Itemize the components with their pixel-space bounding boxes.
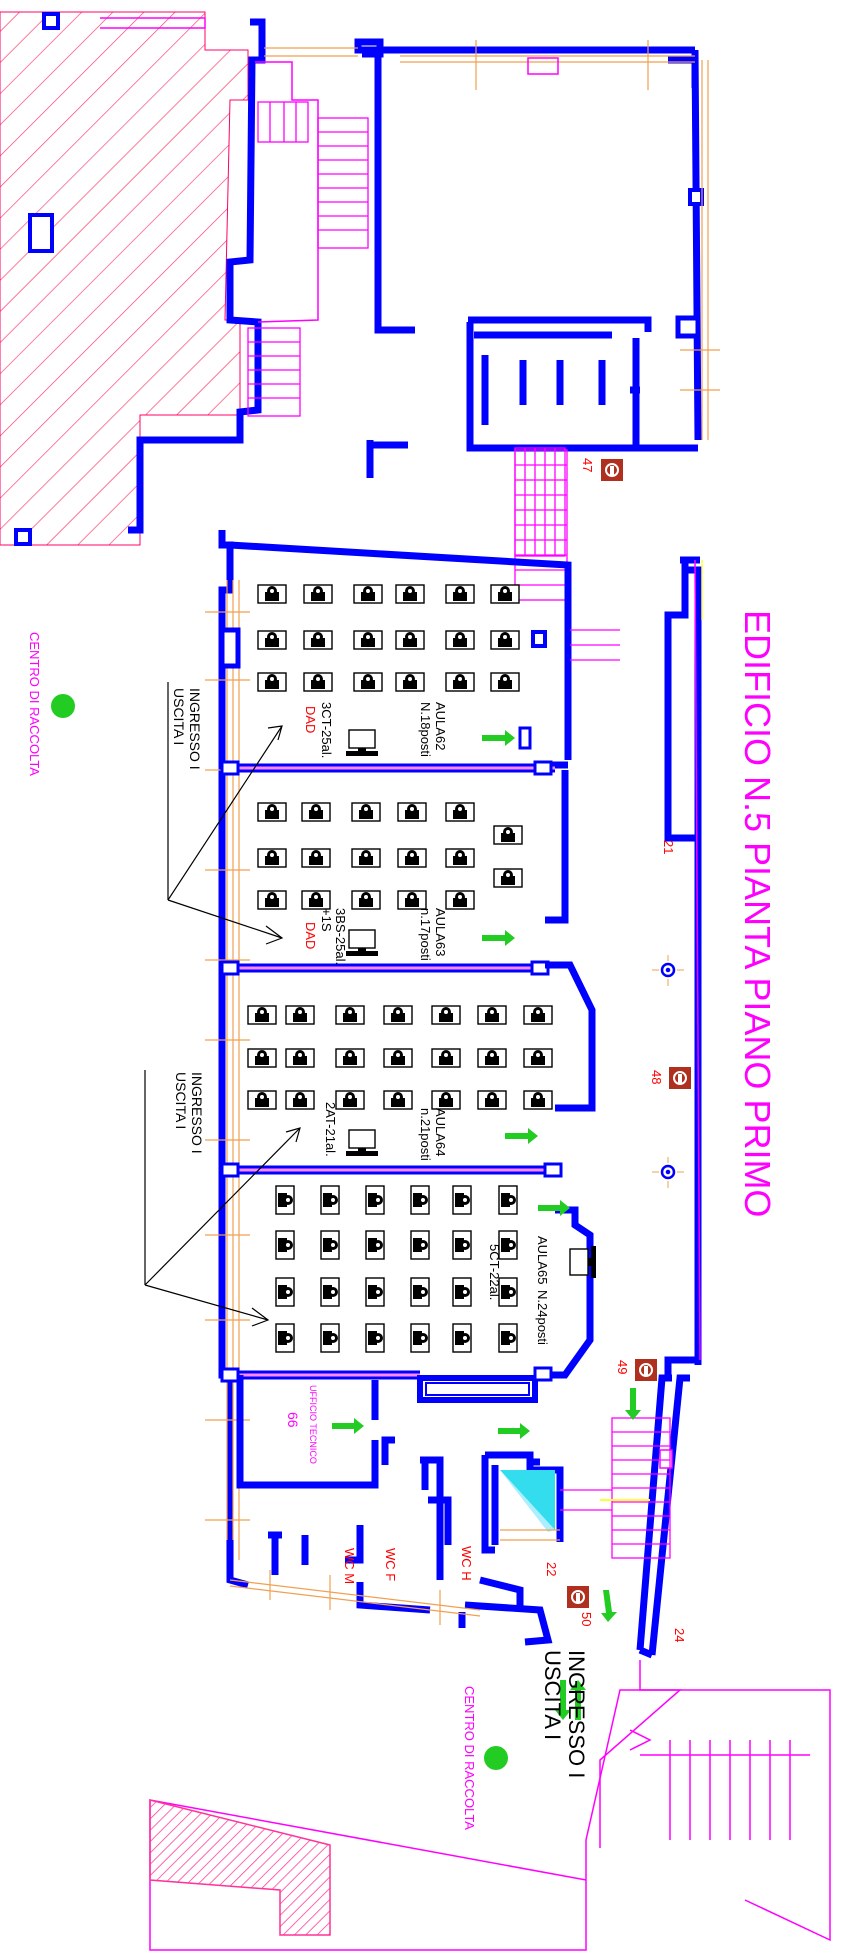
office-label: UFFICIO TECNICO: [308, 1385, 318, 1464]
wc-h-label: WC H: [459, 1546, 474, 1581]
room-dad-aula62: DAD: [303, 706, 318, 733]
assembly-label-bottom: CENTRO DI RACCOLTA: [462, 1686, 477, 1830]
wc-f-label: WC F: [383, 1548, 398, 1581]
room-seats-aula64: n.21posti: [418, 1108, 433, 1161]
assembly-point-icon: [484, 1746, 508, 1770]
number-24: 24: [672, 1628, 687, 1642]
entrance-label-2-line1: INGRESSO I: [189, 1072, 205, 1154]
room-seats-aula63: n.17posti: [418, 908, 433, 961]
number-21: 21: [661, 840, 676, 854]
entrance-label-1-line1: INGRESSO I: [187, 688, 203, 770]
entrance-label-1-line2: USCITA I: [171, 688, 187, 745]
room-class-aula65: 5CT-22al.: [487, 1244, 502, 1300]
room-name-aula65: AULA65: [535, 1236, 550, 1284]
number-47: 47: [580, 458, 595, 472]
room-name-aula62: AULA62: [433, 702, 448, 750]
wc-m-label: WC M: [342, 1548, 357, 1584]
fire-extinguisher-icon: [567, 459, 691, 1608]
number-22: 22: [544, 1562, 559, 1576]
room-class-aula63: 3BS-25al.: [333, 908, 348, 965]
office-number: 66: [285, 1412, 301, 1428]
services-block: [226, 1375, 673, 1646]
room-dad-aula63: DAD: [303, 922, 318, 949]
adjacent-building: [0, 11, 319, 546]
exterior-area: [149, 1660, 831, 1951]
entrance-label-2-line2: USCITA I: [173, 1072, 189, 1129]
classroom-partitions: [219, 627, 596, 1403]
assembly-label-left: CENTRO DI RACCOLTA: [27, 632, 42, 776]
room-name-aula63: AULA63: [433, 908, 448, 956]
room-name-aula64: AULA64: [433, 1108, 448, 1156]
north-wing: [247, 38, 720, 478]
exit-arrow-icon: [332, 730, 641, 1720]
room-seats-aula65: N.24posti: [535, 1290, 550, 1345]
hydrant-icon: [652, 955, 684, 1188]
number-48: 48: [649, 1070, 664, 1084]
room-class-aula62: 3CT-25al.: [319, 702, 334, 758]
entrance-arrows: [144, 682, 301, 1327]
plan-title: EDIFICIO N.5 PIANTA PIANO PRIMO: [737, 610, 778, 1217]
main-exit-line1: INGRESSO I: [564, 1650, 589, 1778]
stair-landing: [514, 447, 620, 661]
main-exit-line2: USCITA I: [540, 1650, 565, 1740]
room-class-aula64: 2AT-21al.: [323, 1102, 338, 1157]
room-extra-aula63: +1S: [319, 908, 334, 932]
room-seats-aula62: N.18posti: [418, 702, 433, 757]
stair-north-corridor: [514, 449, 568, 601]
number-49: 49: [615, 1360, 630, 1374]
assembly-point-icon: [51, 694, 75, 718]
number-50: 50: [579, 1612, 594, 1626]
